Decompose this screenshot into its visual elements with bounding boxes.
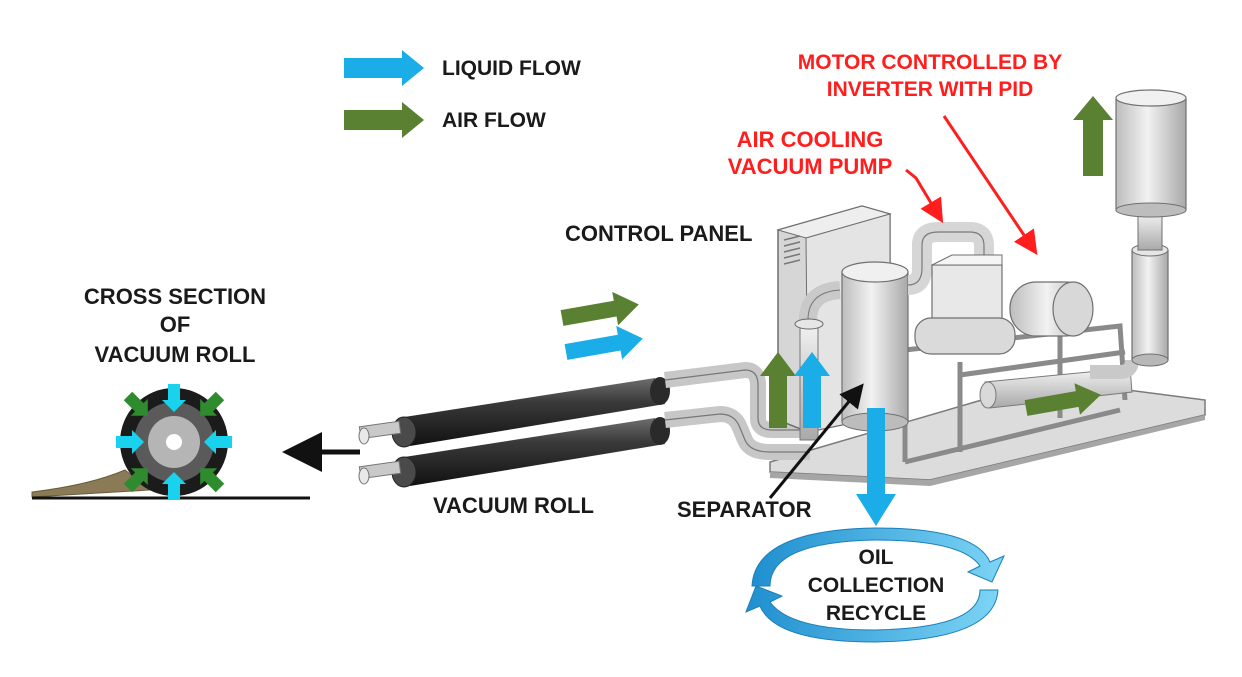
cross-section-line-3: VACUUM ROLL bbox=[95, 342, 256, 367]
oil-collection-label-line-1: OIL bbox=[859, 546, 894, 569]
separator-label: SEPARATOR bbox=[677, 497, 812, 522]
vacuum-roll-label: VACUUM ROLL bbox=[433, 493, 594, 518]
vacuum-rolls bbox=[358, 377, 670, 488]
motor-controlled-label-line-2: INVERTER WITH PID bbox=[827, 78, 1034, 101]
air-flow-arrow-up-separator bbox=[760, 352, 796, 428]
separator-pointer-arrow bbox=[768, 383, 864, 499]
silencer-stack bbox=[1090, 89, 1187, 379]
motor bbox=[1009, 281, 1094, 337]
roll-pipes bbox=[664, 361, 810, 460]
vent-grille bbox=[783, 235, 801, 265]
motor-pointer-arrow bbox=[942, 115, 1038, 255]
recycle-arc-bottom bbox=[745, 585, 999, 643]
control-panel-label: CONTROL PANEL bbox=[565, 221, 752, 246]
vacuum-roll-lower bbox=[358, 417, 670, 488]
cross-section-air-arrows bbox=[123, 391, 225, 493]
roll-hub bbox=[166, 434, 182, 450]
air-cooling-pump-pointer-arrow bbox=[905, 168, 944, 224]
oil-collection-label-line-2: COLLECTION bbox=[808, 574, 945, 597]
liquid-flow-arrow-up-separator bbox=[794, 352, 830, 428]
vacuum-roll-upper bbox=[358, 377, 670, 448]
legend: LIQUID FLOW AIR FLOW bbox=[344, 50, 581, 138]
air-flow-arrow-exhaust bbox=[1073, 96, 1113, 176]
motor-controlled-label-line-1: MOTOR CONTROLLED BY bbox=[798, 51, 1062, 74]
liquid-flow-arrow-icon bbox=[344, 50, 424, 86]
air-cooling-pump-label-line-1: AIR COOLING bbox=[737, 127, 884, 152]
cross-section-line-1: CROSS SECTION bbox=[84, 284, 266, 309]
legend-liquid-flow-label: LIQUID FLOW bbox=[442, 57, 581, 80]
air-cooling-pump-label-line-2: VACUUM PUMP bbox=[728, 154, 893, 179]
cross-section-line-2: OF bbox=[160, 312, 191, 337]
legend-air-flow-label: AIR FLOW bbox=[442, 109, 546, 132]
air-flow-arrow-tank bbox=[1024, 383, 1101, 416]
vacuum-pump bbox=[907, 222, 1016, 355]
cross-section-liquid-arrows bbox=[116, 384, 232, 500]
recycle-arc-top bbox=[751, 527, 1005, 587]
oil-collection-recycle-ring bbox=[745, 527, 1005, 643]
oil-collection-label-line-3: RECYCLE bbox=[826, 602, 926, 625]
liquid-flow-arrow-down-separator bbox=[856, 408, 896, 526]
liquid-flow-arrow-top bbox=[564, 325, 643, 360]
cross-section-drawing bbox=[31, 384, 310, 500]
air-flow-arrow-top bbox=[560, 291, 639, 326]
flow-arrows bbox=[560, 96, 1113, 526]
air-flow-arrow-icon bbox=[344, 102, 424, 138]
cross-section-label: CROSS SECTION OF VACUUM ROLL bbox=[84, 284, 266, 367]
